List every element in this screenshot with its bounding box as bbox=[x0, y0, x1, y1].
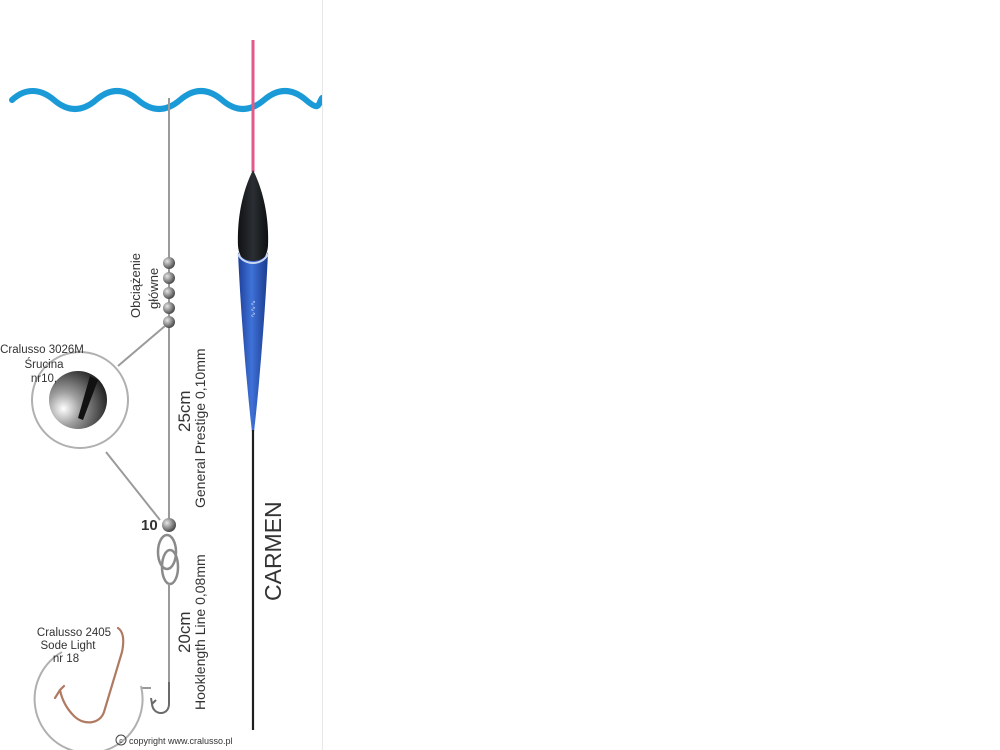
main-line-length: 25cm bbox=[175, 390, 194, 432]
shot-callout-connector bbox=[105, 451, 161, 521]
main-shot-group bbox=[163, 257, 175, 328]
split-shot-slit bbox=[78, 376, 98, 420]
dropper-shot bbox=[162, 518, 176, 532]
hooklength-name: Hooklength Line 0,08mm bbox=[192, 554, 208, 710]
shot-weight bbox=[163, 316, 175, 328]
copyright-icon-glyph: c bbox=[119, 738, 123, 745]
copyright: c copyright www.cralusso.pl bbox=[115, 734, 233, 746]
shot-callout-line3: nr10, bbox=[31, 373, 57, 385]
float-body bbox=[238, 252, 268, 432]
diagram-panel: Obciążenie główne Cralusso 3026M Śrucina… bbox=[0, 0, 323, 750]
hook-callout-line1: Cralusso 2405 bbox=[37, 627, 111, 639]
hook-callout-line2: Sode Light bbox=[41, 640, 97, 652]
float-name: CARMEN bbox=[260, 501, 286, 601]
shot-callout-line1: Cralusso 3026M bbox=[0, 344, 84, 356]
main-weight-label-line2: główne bbox=[146, 268, 161, 309]
shot-weight bbox=[163, 287, 175, 299]
hook-icon bbox=[53, 626, 125, 724]
dropper-shot-number: 10 bbox=[141, 517, 158, 534]
hook-callout-line3: nr 18 bbox=[53, 653, 79, 665]
float-top bbox=[237, 170, 269, 264]
main-weight-label-line1: Obciążenie bbox=[128, 253, 143, 318]
loop-knot bbox=[156, 533, 180, 586]
copyright-text: copyright www.cralusso.pl bbox=[129, 736, 233, 746]
float-collar bbox=[237, 253, 269, 264]
shot-weight bbox=[163, 257, 175, 269]
hook-callout-arc bbox=[33, 651, 144, 750]
main-line-name: General Prestige 0,10mm bbox=[192, 348, 208, 508]
hooklength-length: 20cm bbox=[175, 611, 194, 653]
shot-weight bbox=[163, 302, 175, 314]
split-shot-icon bbox=[49, 371, 107, 429]
float: ∿∿∿ bbox=[237, 40, 269, 730]
shot-weight bbox=[163, 272, 175, 284]
float-brand-mark: ∿∿∿ bbox=[249, 300, 256, 318]
copyright-icon bbox=[115, 734, 127, 746]
shot-callout-line2: Śrucina bbox=[25, 358, 65, 371]
rig-diagram: Obciążenie główne Cralusso 3026M Śrucina… bbox=[0, 40, 322, 750]
water-surface bbox=[9, 88, 322, 112]
shot-callout-connector bbox=[117, 325, 166, 367]
small-hook-icon bbox=[150, 682, 170, 714]
